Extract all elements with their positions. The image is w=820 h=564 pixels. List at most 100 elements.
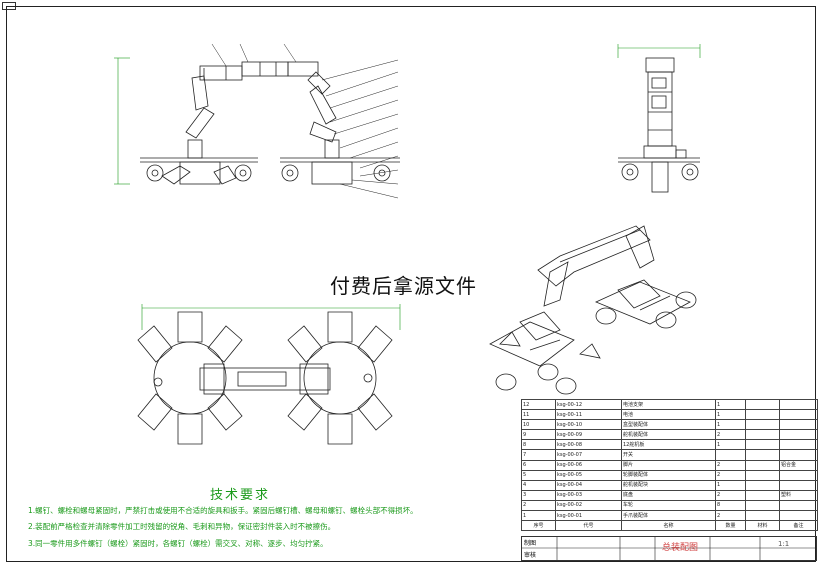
bom-cell-note xyxy=(779,409,818,421)
bom-cell-name: 开关 xyxy=(621,449,716,461)
bom-cell-code: ksg-00-09 xyxy=(555,429,622,441)
drawing-name: 总装配图 xyxy=(662,543,699,553)
tech-requirements-title: 技术要求 xyxy=(210,488,271,503)
bom-cell-no: 11 xyxy=(521,409,556,421)
bom-cell-note: 塑料 xyxy=(779,489,818,501)
bom-cell-qty: 1 xyxy=(715,439,746,451)
bom-cell-note: 铝合金 xyxy=(779,459,818,471)
bom-header-name: 名称 xyxy=(621,520,716,532)
bom-cell-note xyxy=(779,469,818,481)
bom-header-material: 材料 xyxy=(745,520,780,532)
title-block-design-label: 制图 xyxy=(524,540,537,547)
bom-cell-note xyxy=(779,510,818,522)
bom-cell-material xyxy=(745,510,780,522)
bom-cell-name: 车轮 xyxy=(621,499,716,512)
bom-cell-qty: 1 xyxy=(715,409,746,421)
bom-header-code: 代号 xyxy=(555,520,622,532)
bom-cell-material xyxy=(745,459,780,471)
bom-cell-qty: 2 xyxy=(715,459,746,471)
bom-cell-code: ksg-00-05 xyxy=(555,469,622,481)
bom-cell-code: ksg-00-02 xyxy=(555,499,622,512)
bom-cell-name: 轮脚装配体 xyxy=(621,469,716,481)
bom-cell-no: 9 xyxy=(521,429,556,441)
bom-cell-no: 6 xyxy=(521,459,556,471)
bom-cell-qty: 2 xyxy=(715,429,746,441)
bom-cell-code: ksg-00-04 xyxy=(555,479,622,491)
bom-cell-code: ksg-00-03 xyxy=(555,489,622,501)
drawing-scale: 1:1 xyxy=(778,540,790,548)
bom-cell-name: 盒型装配体 xyxy=(621,419,716,431)
bom-cell-material xyxy=(745,479,780,491)
bom-cell-material xyxy=(745,489,780,501)
bom-cell-material xyxy=(745,409,780,421)
bom-cell-note xyxy=(779,429,818,441)
bom-header-no: 序号 xyxy=(521,520,556,532)
bom-cell-qty: 1 xyxy=(715,479,746,491)
bom-cell-qty: 2 xyxy=(715,469,746,481)
bom-cell-code: ksg-00-08 xyxy=(555,439,622,451)
bom-cell-code: ksg-00-12 xyxy=(555,398,622,411)
bom-cell-no: 2 xyxy=(521,499,556,512)
title-block-check-label: 审核 xyxy=(524,552,537,559)
plan-view xyxy=(137,304,401,445)
bom-cell-no: 3 xyxy=(521,489,556,501)
bom-cell-no: 5 xyxy=(521,469,556,481)
bom-cell-name: 脚片 xyxy=(621,459,716,471)
bom-cell-name: 电池支架 xyxy=(621,398,716,411)
tech-note-1: 1.螺钉、螺栓和螺母紧固时，严禁打击或使用不合适的旋具和扳手。紧固后螺钉槽、螺母… xyxy=(28,506,418,515)
bom-cell-name: 舵机装配体 xyxy=(621,429,716,441)
bom-cell-qty xyxy=(715,449,746,461)
bom-cell-material xyxy=(745,469,780,481)
bom-cell-note xyxy=(779,419,818,431)
bom-cell-name: 底盘 xyxy=(621,489,716,501)
bom-cell-name: 手爪装配体 xyxy=(621,510,716,522)
bom-cell-material xyxy=(745,499,780,512)
bom-cell-qty: 1 xyxy=(715,419,746,431)
bom-cell-note xyxy=(779,398,818,411)
bom-cell-qty: 2 xyxy=(715,489,746,501)
bom-cell-note xyxy=(779,499,818,512)
bom-cell-material xyxy=(745,419,780,431)
tech-note-2: 2.装配前严格检查并清除零件加工时残留的锐角、毛刺和异物，保证密封件装入时不被擦… xyxy=(28,522,336,531)
bom-header-note: 备注 xyxy=(779,520,818,532)
bom-cell-name: 舵机装配块 xyxy=(621,479,716,491)
bom-cell-no: 10 xyxy=(521,419,556,431)
bom-cell-note xyxy=(779,439,818,451)
bom-cell-code: ksg-00-07 xyxy=(555,449,622,461)
bom-cell-code: ksg-00-06 xyxy=(555,459,622,471)
bom-cell-material xyxy=(745,449,780,461)
title-block-lines xyxy=(521,536,817,561)
bom-cell-material xyxy=(745,439,780,451)
bom-cell-qty: 1 xyxy=(715,398,746,411)
bom-cell-material xyxy=(745,429,780,441)
bom-cell-name: 电池 xyxy=(621,409,716,421)
bom-cell-note xyxy=(779,449,818,461)
bom-cell-no: 12 xyxy=(521,398,556,411)
bom-cell-code: ksg-00-01 xyxy=(555,510,622,522)
bom-cell-no: 1 xyxy=(521,510,556,522)
isometric-view xyxy=(489,225,697,395)
bom-header-qty: 数量 xyxy=(715,520,746,532)
bom-cell-code: ksg-00-11 xyxy=(555,409,622,421)
overlay-notice: 付费后拿源文件 xyxy=(330,274,477,298)
tech-note-3: 3.同一零件用多件螺钉（螺栓）紧固时，各螺钉（螺栓）需交叉、对称、逐步、均匀拧紧… xyxy=(28,539,328,548)
bom-cell-no: 8 xyxy=(521,439,556,451)
bom-cell-no: 7 xyxy=(521,449,556,461)
bom-cell-qty: 8 xyxy=(715,499,746,512)
bom-header-row: 序号代号名称数量材料备注 xyxy=(521,520,818,532)
bom-cell-no: 4 xyxy=(521,479,556,491)
